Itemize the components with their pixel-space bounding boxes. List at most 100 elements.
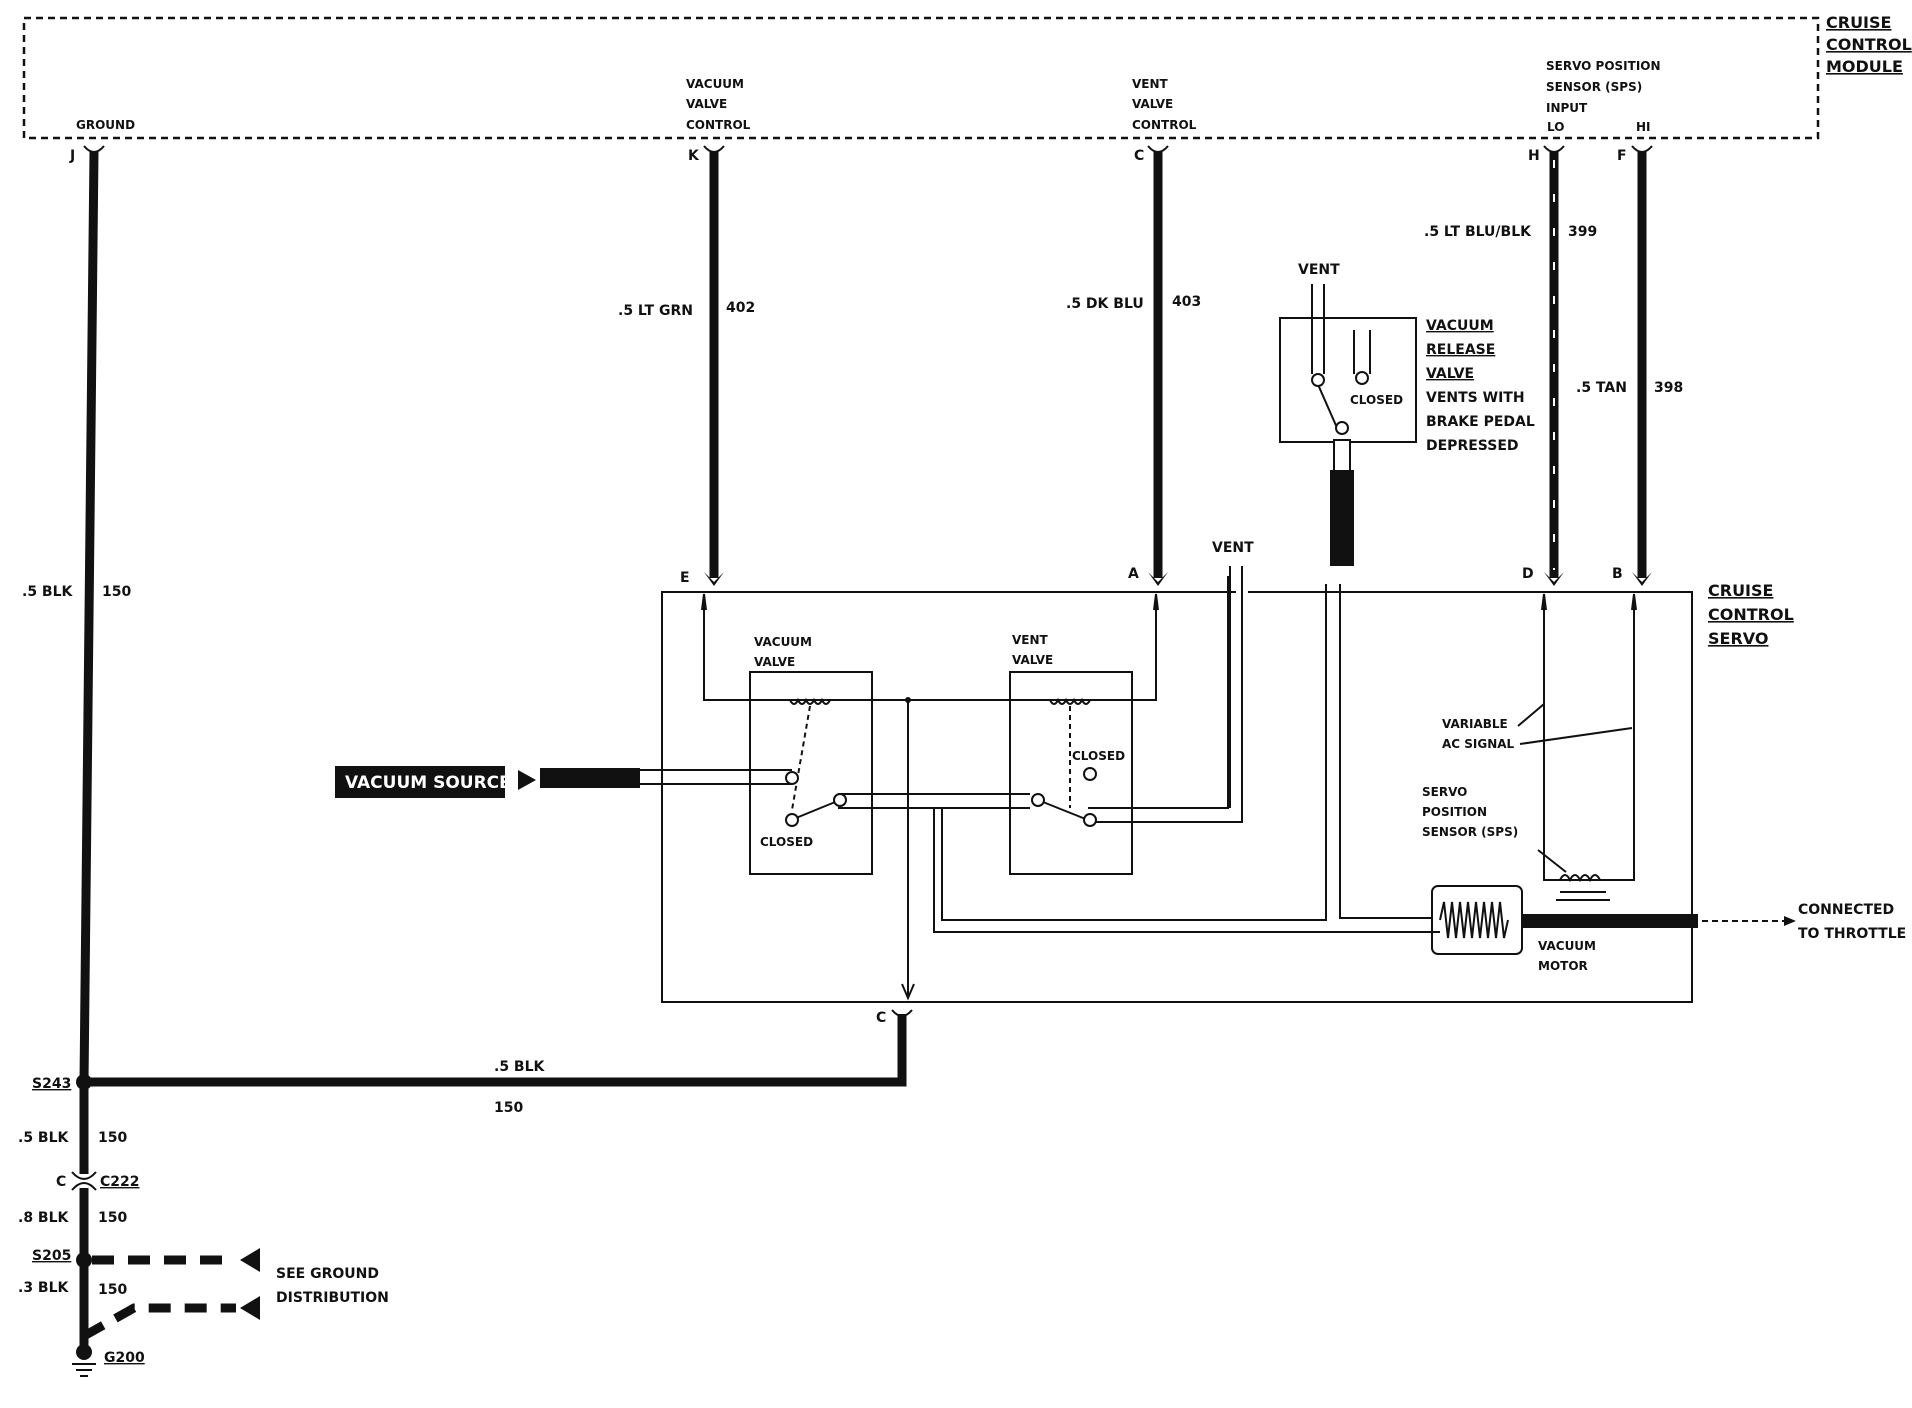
ground-terminal-label: GROUND [76,118,135,132]
pin-c-module: C [1134,148,1144,164]
label-ground-gauge: .5 BLK [22,584,74,600]
sps-label-2: POSITION [1422,805,1487,819]
throttle-rod [1522,914,1698,928]
vacuum-source-hose [540,768,640,788]
throttle-label-2: TO THROTTLE [1798,926,1906,942]
variable-ac-label-1: VARIABLE [1442,717,1508,731]
release-valve-pivots [1311,371,1369,435]
label-after-s243-circuit: 150 [98,1130,127,1146]
vent-valve-coil [1049,697,1091,705]
module-title-2: CONTROL [1826,35,1912,54]
cruise-control-servo-box [661,591,1693,1003]
release-vent-label: VENT [1298,262,1340,278]
vacuum-motor-label-2: MOTOR [1538,959,1588,973]
sps-core [1556,891,1610,901]
servo-title-3: SERVO [1708,629,1768,648]
pin-b: B [1612,566,1623,582]
vacuum-valve-control-label-3: CONTROL [686,118,751,132]
throttle-label-1: CONNECTED [1798,902,1894,918]
valve-pivots [785,771,1097,827]
wire-ground-main [79,151,99,1083]
module-title-1: CRUISE [1826,13,1891,32]
vacuum-valve-closed: CLOSED [760,835,813,849]
label-after-c222-gauge: .8 BLK [18,1210,70,1226]
release-closed-label: CLOSED [1350,393,1403,407]
label-after-s205-circuit: 150 [98,1282,127,1298]
pin-k: K [688,148,700,164]
vent-valve-control-label-1: VENT [1132,77,1169,91]
valve-switch-arms [795,799,1089,821]
release-hose [1330,470,1354,566]
vent-valve-box [1009,671,1133,875]
ground-distribution-label-2: DISTRIBUTION [276,1290,389,1306]
sps-pointer [1537,849,1567,873]
label-servo-ground-circuit: 150 [494,1100,523,1116]
servo-vent-label: VENT [1212,540,1254,556]
vacuum-valve-plunger [791,705,811,811]
servo-pin-c: C [876,1010,886,1026]
vacuum-release-valve-box [1279,317,1417,443]
vent-valve-control-label-2: VALVE [1132,97,1173,111]
ground-distribution-arrow-1 [240,1248,260,1272]
pin-h: H [1528,148,1540,164]
label-ground-circuit: 150 [102,584,131,600]
label-after-s243-gauge: .5 BLK [18,1130,70,1146]
vent-valve-label-2: VALVE [1012,653,1053,667]
servo-title-2: CONTROL [1708,605,1794,624]
connector-c222-label: C222 [100,1174,140,1190]
label-vent-circuit: 403 [1172,294,1201,310]
ac-pointer-2 [1519,727,1633,745]
vacuum-motor-label-1: VACUUM [1538,939,1596,953]
servo-top-arrows [704,572,1652,586]
vacuum-source-label: VACUUM SOURCE [345,773,511,793]
release-text-3: VALVE [1426,366,1474,382]
label-sps-lo-circuit: 399 [1568,224,1597,240]
pin-d: D [1522,566,1534,582]
vent-valve-closed-port [1083,767,1097,781]
label-servo-ground-gauge: .5 BLK [494,1059,546,1075]
ac-pointer-1 [1517,703,1545,727]
module-connector-cups [83,145,1653,153]
vacuum-valve-control-label-1: VACUUM [686,77,744,91]
label-sps-hi-gauge: .5 TAN [1576,380,1627,396]
servo-title-1: CRUISE [1708,581,1773,600]
sps-coil [1559,874,1601,883]
release-hose-white [1333,439,1351,473]
variable-ac-label-2: AC SIGNAL [1442,737,1515,751]
label-vent-gauge: .5 DK BLU [1066,296,1144,312]
label-sps-lo-gauge: .5 LT BLU/BLK [1424,224,1532,240]
vacuum-source-tag [335,766,505,798]
vent-valve-label-1: VENT [1012,633,1049,647]
release-text-1: VACUUM [1426,318,1494,334]
connector-c222-pin: C [56,1174,66,1190]
junction-dot [905,697,911,703]
sps-lo-label: LO [1547,120,1564,134]
sps-input-label-1: SERVO POSITION [1546,59,1661,73]
release-valve-tubes [1311,284,1371,431]
splice-s243-label: S243 [32,1076,71,1092]
label-after-s205-gauge: .3 BLK [18,1280,70,1296]
splice-s205-label: S205 [32,1248,71,1264]
label-vacuum-gauge: .5 LT GRN [618,303,693,319]
connector-c222-cup [71,1171,97,1191]
pin-a: A [1128,566,1139,582]
label-after-c222-circuit: 150 [98,1210,127,1226]
vacuum-valve-box [749,671,873,875]
wire-servo-ground [84,1014,907,1087]
label-vacuum-circuit: 402 [726,300,755,316]
sps-input-label-3: INPUT [1546,101,1588,115]
ground-symbol-icon [72,1363,96,1377]
sps-label-3: SENSOR (SPS) [1422,825,1518,839]
vacuum-valve-label-1: VACUUM [754,635,812,649]
module-title-3: MODULE [1826,57,1903,76]
pin-j: J [69,148,75,164]
sps-input-label-2: SENSOR (SPS) [1546,80,1642,94]
ground-g200-label: G200 [104,1350,145,1366]
release-text-6: DEPRESSED [1426,438,1519,454]
vacuum-tubing [640,584,1440,933]
pin-e: E [680,570,690,586]
cruise-control-module-box [22,16,1820,140]
vent-valve-closed: CLOSED [1072,749,1125,763]
label-sps-hi-circuit: 398 [1654,380,1683,396]
